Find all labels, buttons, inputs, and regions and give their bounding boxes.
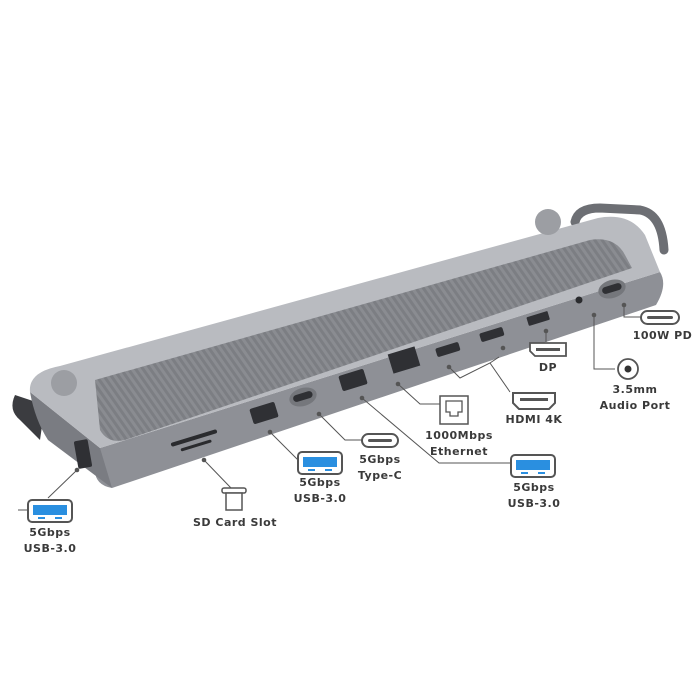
usb-a-icon	[510, 454, 556, 478]
dp-label: DP	[538, 361, 558, 374]
usb-a-icon	[297, 451, 343, 475]
pd-label: 100W PD	[632, 329, 693, 342]
name2: Audio Port	[599, 399, 671, 412]
name1: 3.5mm	[612, 383, 658, 396]
side-usb-port	[73, 439, 93, 469]
usb-port-1	[249, 402, 279, 424]
ethernet-icon	[439, 395, 469, 425]
type: Type-C	[357, 469, 403, 482]
audio-jack	[575, 296, 583, 304]
cable	[570, 203, 669, 255]
hdmi-icon	[512, 392, 556, 410]
usb-port-2	[338, 369, 368, 391]
usb-c-icon	[640, 310, 680, 325]
type: USB-3.0	[293, 492, 347, 505]
displayport-icon	[529, 342, 567, 357]
hdmi-label: HDMI 4K	[505, 413, 563, 426]
ethernet-port	[387, 346, 421, 374]
hdmi-port-2	[479, 327, 505, 342]
usb-a-icon	[27, 499, 73, 523]
speed: 5Gbps	[29, 526, 71, 539]
pd-port	[602, 283, 622, 294]
front-face	[95, 272, 664, 488]
carbon-panel	[95, 239, 632, 441]
audio-jack-icon	[617, 358, 639, 380]
speed: 1000Mbps	[425, 429, 493, 442]
leader-lines	[18, 305, 640, 511]
speed: 5Gbps	[513, 481, 555, 494]
usb-c-icon	[361, 433, 399, 448]
sd-label: SD Card Slot	[192, 516, 277, 529]
speed: 5Gbps	[299, 476, 341, 489]
hdmi-port-1	[435, 342, 461, 357]
type: Ethernet	[429, 445, 489, 458]
sd-card-icon	[221, 487, 247, 511]
typec-port	[293, 391, 313, 402]
sd-slot	[170, 429, 218, 447]
type: USB-3.0	[23, 542, 77, 555]
speed: 5Gbps	[359, 453, 401, 466]
dp-port	[526, 311, 550, 326]
type: USB-3.0	[507, 497, 561, 510]
